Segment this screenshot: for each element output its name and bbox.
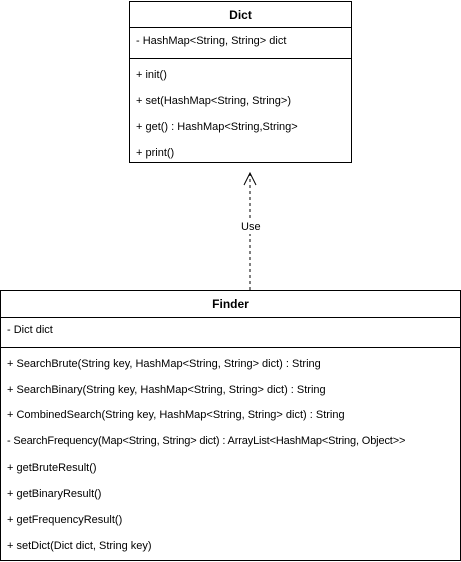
finder-class-name: Finder — [212, 297, 249, 311]
finder-method-get-brute-result: + getBruteResult() — [7, 462, 97, 474]
dict-method-set: + set(HashMap<String, String>) — [136, 95, 291, 107]
dict-header-divider — [130, 27, 351, 28]
finder-method-search-brute: + SearchBrute(String key, HashMap<String… — [7, 358, 321, 370]
finder-method-get-frequency-result: + getFrequencyResult() — [7, 514, 123, 526]
finder-method-set-dict: + setDict(Dict dict, String key) — [7, 540, 152, 552]
finder-header-divider — [1, 317, 460, 318]
dict-method-print: + print() — [136, 147, 175, 159]
finder-attribute: - Dict dict — [7, 324, 53, 336]
dict-method-init: + init() — [136, 69, 167, 81]
finder-attribute-divider — [1, 347, 460, 348]
finder-method-get-binary-result: + getBinaryResult() — [7, 488, 102, 500]
finder-class-box: Finder - Dict dict + SearchBrute(String … — [0, 290, 461, 561]
finder-method-combined-search: + CombinedSearch(String key, HashMap<Str… — [7, 409, 345, 421]
dict-class-name: Dict — [229, 8, 252, 22]
dict-method-get: + get() : HashMap<String,String> — [136, 121, 298, 133]
dict-attribute-divider — [130, 58, 351, 59]
finder-method-search-frequency: - SearchFrequency(Map<String, String> di… — [7, 435, 406, 447]
open-arrowhead — [243, 171, 257, 186]
finder-method-search-binary: + SearchBinary(String key, HashMap<Strin… — [7, 384, 326, 396]
dict-class-box: Dict - HashMap<String, String> dict + in… — [129, 1, 352, 163]
relation-label: Use — [240, 221, 262, 234]
dict-attribute: - HashMap<String, String> dict — [136, 35, 287, 47]
